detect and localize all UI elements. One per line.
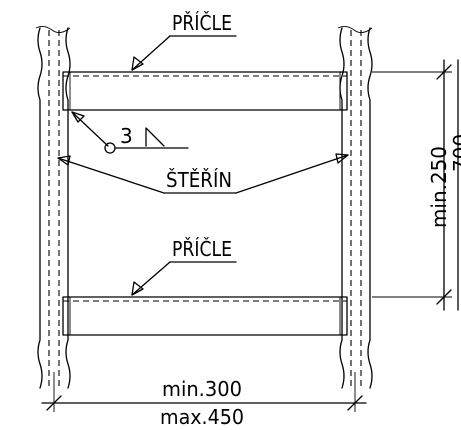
left-stile bbox=[35, 25, 71, 389]
weld-leader bbox=[71, 111, 109, 147]
right-stile-outer bbox=[367, 27, 373, 389]
cross-bar-bottom bbox=[62, 296, 348, 336]
weld-arrow bbox=[71, 111, 85, 123]
label-rung-arrow-right bbox=[335, 153, 349, 164]
label-cross-bottom: PŘÍČLE bbox=[131, 237, 237, 296]
label-cross-top: PŘÍČLE bbox=[131, 11, 237, 71]
dim-h-text-max: max.450 bbox=[160, 405, 244, 429]
right-stile-break-top bbox=[337, 25, 373, 33]
label-cross-bottom-text: PŘÍČLE bbox=[172, 237, 232, 261]
dim-h-text-min: min.300 bbox=[162, 377, 242, 401]
cross-bar-top-rect bbox=[62, 71, 348, 111]
label-cross-top-text: PŘÍČLE bbox=[172, 11, 232, 35]
label-cross-bottom-arrow bbox=[131, 281, 144, 296]
label-rung-arrow-left bbox=[57, 155, 71, 166]
dim-v-tick-bottom bbox=[436, 289, 452, 305]
left-stile-inner bbox=[65, 27, 71, 389]
cross-bar-top bbox=[62, 71, 348, 111]
weld-fillet-triangle bbox=[145, 127, 165, 147]
cross-bar-bottom-rect bbox=[62, 296, 348, 336]
label-cross-bottom-leader bbox=[131, 261, 171, 296]
weld-symbol: 3 bbox=[71, 111, 189, 154]
label-rung-leader-left bbox=[57, 157, 165, 194]
dim-h-tick-right bbox=[347, 395, 363, 411]
weld-size-text: 3 bbox=[120, 124, 133, 148]
dim-v-text: min.250 bbox=[427, 146, 451, 228]
left-stile-break-top bbox=[35, 25, 71, 33]
left-stile-outer bbox=[37, 27, 43, 389]
weld-all-around-circle bbox=[104, 142, 116, 154]
dim-v-text-cut: 700 bbox=[449, 134, 461, 172]
right-stile-inner bbox=[339, 27, 345, 389]
label-rung-leader-right bbox=[235, 154, 349, 194]
dimension-vertical: min.250 700 bbox=[372, 59, 461, 311]
dim-v-tick-top bbox=[436, 64, 452, 80]
right-stile bbox=[337, 25, 373, 389]
dim-h-tick-left bbox=[46, 395, 62, 411]
label-rung: ŠTĚŘÍN bbox=[57, 153, 349, 194]
dimension-horizontal: min.300 max.450 bbox=[41, 372, 367, 429]
label-cross-top-leader bbox=[131, 35, 171, 71]
label-cross-top-arrow bbox=[131, 56, 144, 71]
label-rung-text: ŠTĚŘÍN bbox=[166, 168, 232, 192]
